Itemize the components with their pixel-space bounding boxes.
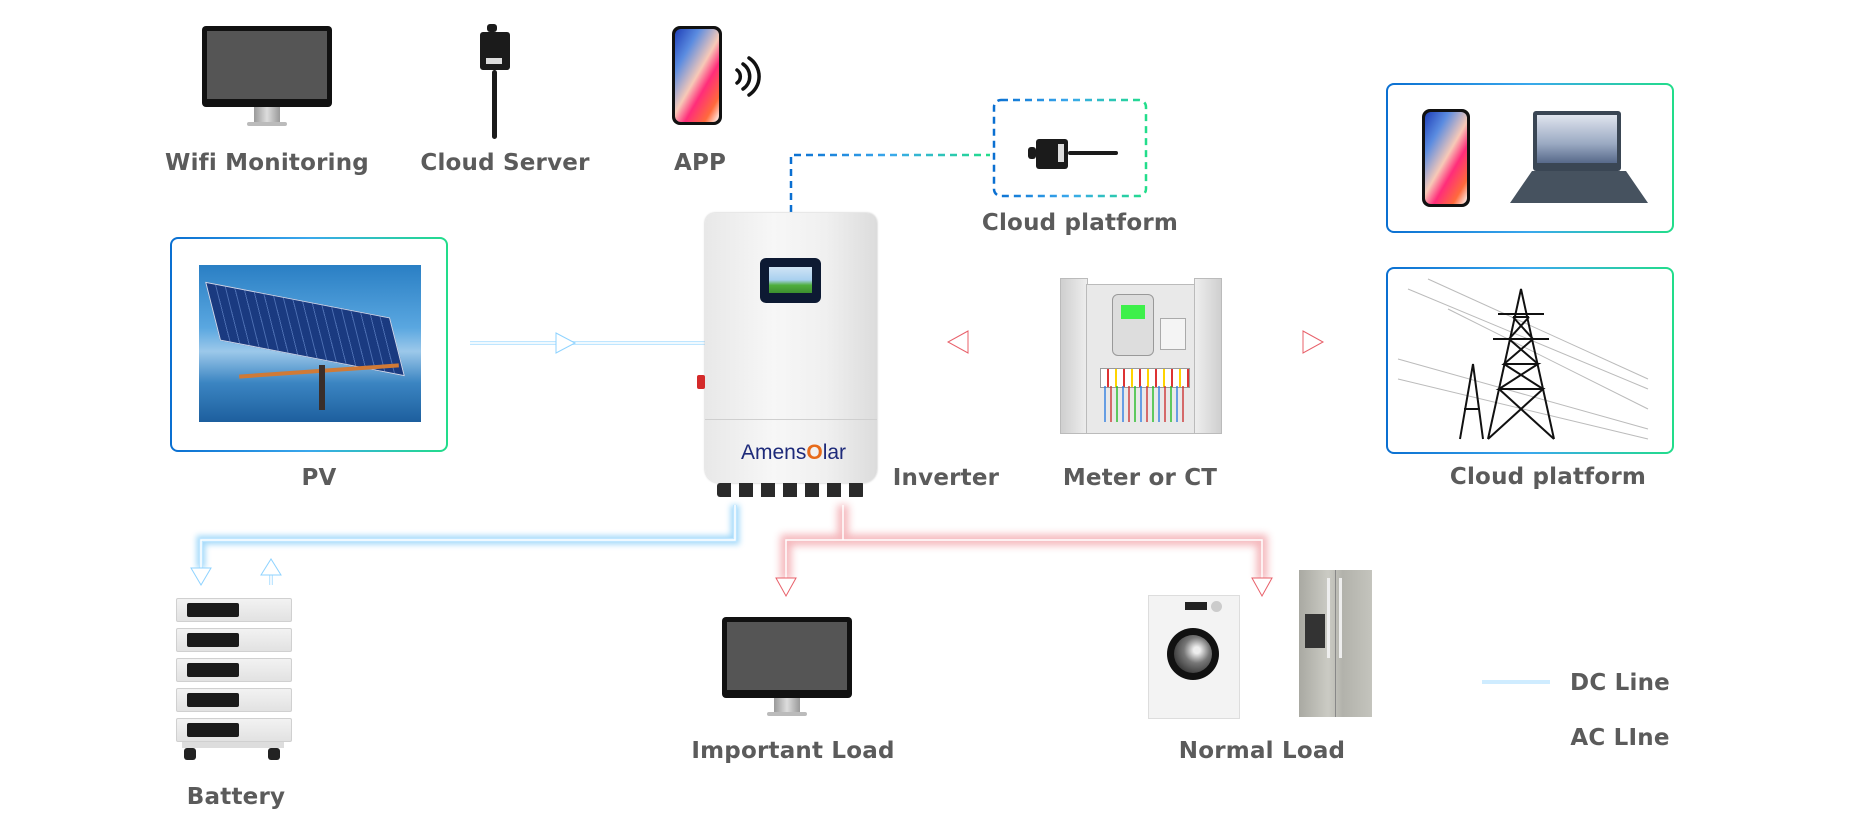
app-phone-icon: [672, 26, 722, 125]
label-inverter: Inverter: [892, 465, 1000, 491]
label-grid: Cloud platform: [1449, 464, 1647, 490]
label-pv: PV: [301, 465, 337, 491]
power-tower-icon: [1397, 278, 1649, 440]
ac-arrow-left: [946, 330, 969, 354]
dc-arrow-up: [260, 558, 282, 576]
label-normal-load: Normal Load: [1178, 738, 1346, 764]
ac-arrow-right: [1302, 330, 1325, 354]
refrigerator-icon: [1299, 570, 1372, 717]
laptop-icon: [1510, 111, 1650, 207]
remote-devices-box: [1386, 83, 1674, 233]
legend-ac-label: AC LIne: [1570, 725, 1670, 751]
dc-arrow-right: [555, 332, 577, 354]
label-cloud-platform-device: Cloud platform: [981, 210, 1179, 236]
dashed-link-inverter-cloud: [789, 153, 990, 212]
label-meter: Meter or CT: [1062, 465, 1218, 491]
ac-arrow-down-normal: [1251, 577, 1273, 598]
legend-dc-label: DC Line: [1570, 670, 1670, 696]
cloud-server-device-icon: [480, 24, 510, 139]
grid-box: [1386, 267, 1674, 454]
important-load-monitor-icon: [722, 617, 852, 717]
label-app: APP: [673, 150, 727, 176]
cloud-platform-dongle-icon: [1028, 139, 1143, 169]
battery-stack-icon: [176, 598, 292, 763]
washing-machine-icon: [1148, 595, 1240, 719]
inverter-unit: AmensOlar: [697, 213, 877, 497]
remote-phone-icon: [1422, 109, 1470, 207]
wifi-waves-icon: [735, 56, 761, 97]
solar-panel-image: [199, 265, 421, 422]
dc-line-pv: [470, 332, 705, 354]
ac-line-loads: [775, 505, 1273, 598]
meter-cabinet-icon: [1060, 278, 1222, 436]
dc-line-battery: [190, 505, 740, 586]
label-cloud-server: Cloud Server: [420, 150, 590, 176]
inverter-display: [760, 258, 821, 303]
wifi-monitor-icon: [202, 26, 332, 127]
inverter-switch: [697, 375, 705, 389]
pv-box: [170, 237, 448, 452]
inverter-brand-logo: AmensOlar: [741, 441, 847, 464]
label-battery: Battery: [186, 784, 286, 810]
ac-line-grid-meter: [1220, 330, 1385, 354]
ac-arrow-down-important: [775, 577, 797, 598]
label-wifi-monitoring: Wifi Monitoring: [165, 150, 369, 176]
label-important-load: Important Load: [691, 738, 895, 764]
ac-line-meter-inverter: [877, 330, 1048, 354]
dc-arrow-down: [190, 567, 212, 586]
